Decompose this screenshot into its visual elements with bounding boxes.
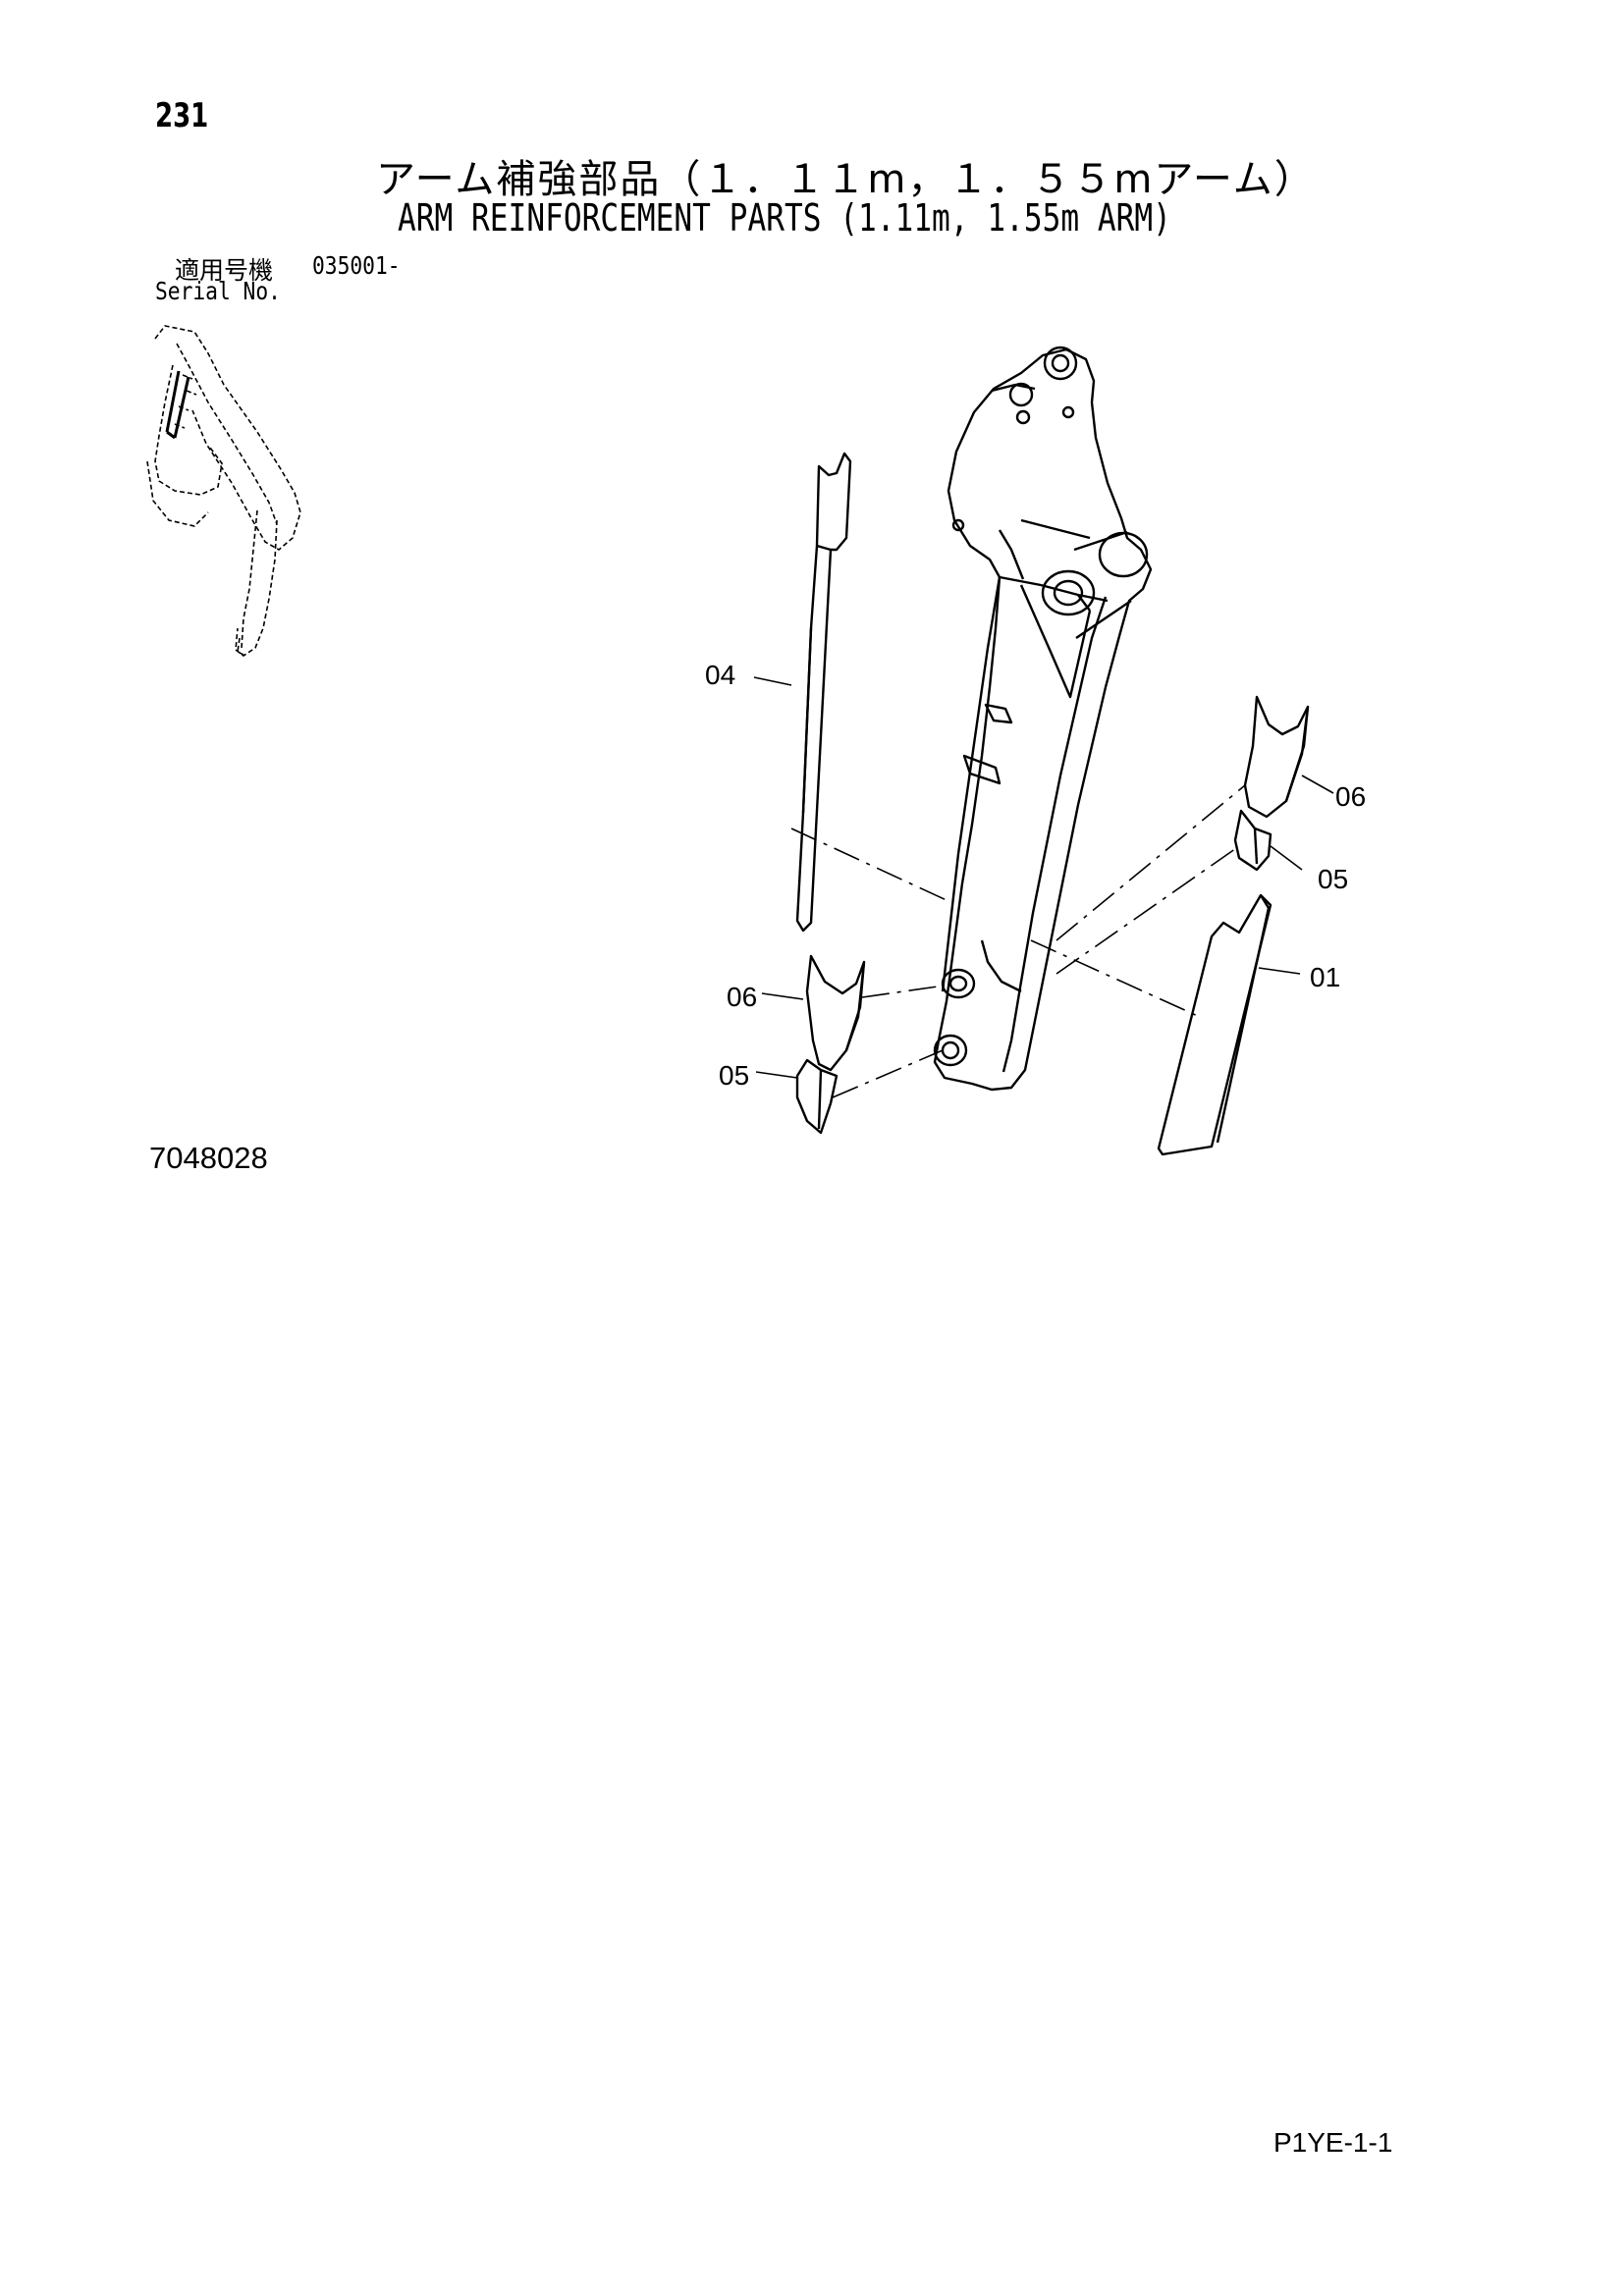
footer-page-code: P1YE-1-1 [1273, 2127, 1393, 2158]
callout-01: 01 [1310, 962, 1341, 992]
callout-05-left: 05 [719, 1060, 750, 1091]
page-number: 231 [155, 96, 209, 135]
callout-05-right: 05 [1318, 864, 1349, 894]
plate-06-right [1243, 695, 1310, 819]
page-title-japanese: アーム補強部品（１．１１m，１．５５mアーム） [376, 157, 1316, 202]
plate-05-left [795, 1058, 839, 1135]
plate-05-right [1233, 809, 1272, 872]
thumbnail-highlight [165, 370, 190, 440]
arm-body [933, 346, 1153, 1092]
leader-lines [753, 676, 1334, 1079]
plate-06-left [805, 954, 866, 1072]
assembly-lines [790, 784, 1246, 1098]
excavator-thumbnail [146, 325, 301, 657]
serial-label-english: Serial No. [155, 277, 281, 305]
plate-04 [795, 452, 852, 933]
page-title-english: ARM REINFORCEMENT PARTS (1.11m, 1.55m AR… [398, 196, 1171, 240]
serial-number-value: 035001- [312, 251, 401, 280]
callout-06-right: 06 [1335, 781, 1367, 812]
callout-04: 04 [705, 660, 736, 690]
callout-06-left: 06 [727, 982, 758, 1012]
figure-number: 7048028 [149, 1141, 268, 1175]
plate-01 [1157, 893, 1272, 1156]
serial-label-japanese: 適用号機 [175, 256, 274, 285]
